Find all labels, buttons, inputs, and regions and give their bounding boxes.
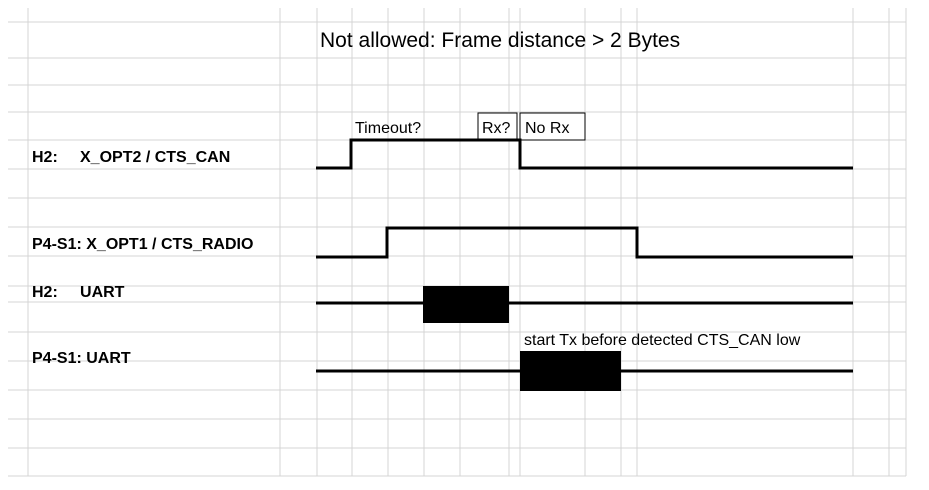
diagram-title: Not allowed: Frame distance > 2 Bytes [320,29,680,52]
no-rx-annotation: No Rx [525,120,569,137]
p4-uart-frame [520,351,621,391]
h2-uart-label: H2: UART [32,284,125,301]
h2-cts-can-waveform [316,138,853,170]
rx-box [477,112,518,141]
h2-cts-can-label: H2: X_OPT2 / CTS_CAN [32,149,230,166]
start-tx-annotation: start Tx before detected CTS_CAN low [524,332,801,349]
p4-cts-radio-waveform [316,226,853,259]
rx-annotation: Rx? [482,120,511,137]
h2-uart-frame [423,286,509,323]
no-rx-box [519,112,586,141]
timeout-annotation: Timeout? [355,120,421,137]
p4-cts-radio-label: P4-S1: X_OPT1 / CTS_RADIO [32,236,253,253]
p4-uart-label: P4-S1: UART [32,350,131,367]
